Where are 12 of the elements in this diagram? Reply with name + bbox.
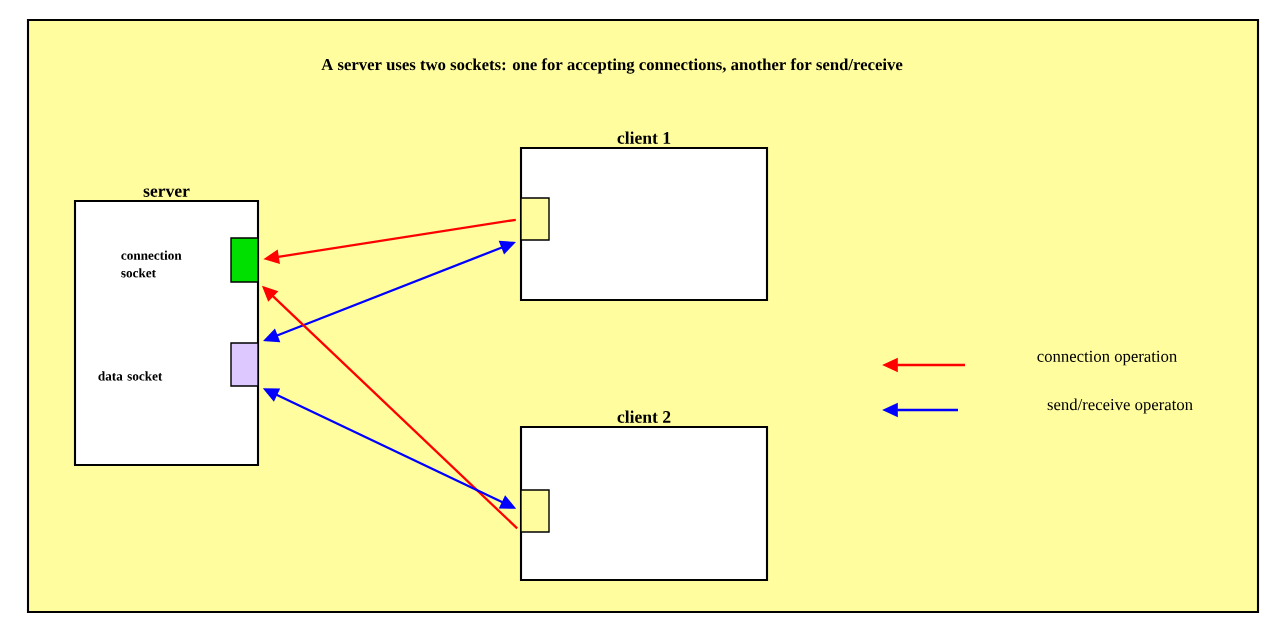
box-heading: server [143, 188, 190, 197]
legend-label: send/receive operaton [1047, 398, 1193, 414]
socket-box [230, 237, 259, 283]
title: A server uses two sockets: one for accepting connections, another for send/receive [321, 58, 903, 74]
socket-box [520, 489, 550, 533]
box-heading: client 1 [617, 131, 671, 144]
socket-label: data socket [98, 371, 163, 381]
socket-box [230, 342, 259, 387]
socket-label: connection socket [121, 250, 182, 278]
box-heading: client 2 [617, 410, 671, 423]
socket-box [520, 197, 550, 241]
legend-label: connection operation [1037, 350, 1177, 366]
